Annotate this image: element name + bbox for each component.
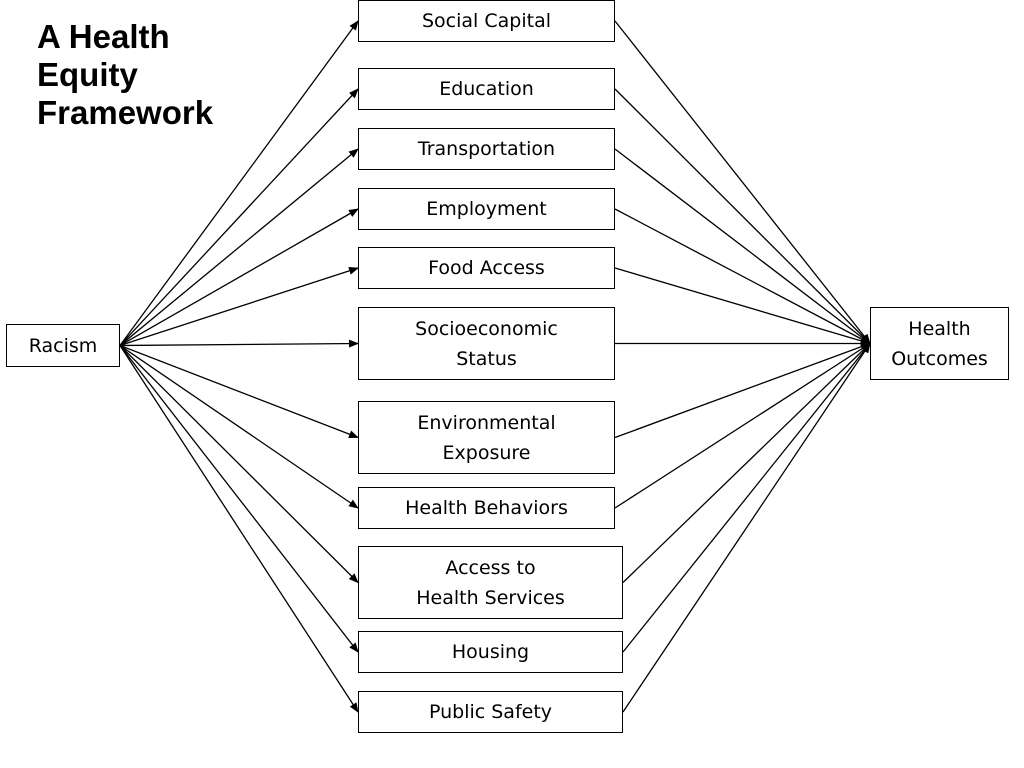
- factor-access-to-health-services: Access to Health Services: [358, 546, 623, 619]
- factor-label: Housing: [451, 641, 530, 663]
- arrow-access-to-health-services-to-health-outcomes: [622, 342, 871, 583]
- arrow-racism-to-access-to-health-services: [119, 345, 359, 584]
- factor-health-behaviors: Health Behaviors: [358, 487, 615, 529]
- arrow-racism-to-environmental-exposure: [119, 344, 359, 439]
- arrow-environmental-exposure-to-health-outcomes: [614, 342, 871, 439]
- factor-social-capital: Social Capital: [358, 0, 615, 42]
- health-outcomes-node: Health Outcomes: [870, 307, 1009, 380]
- factor-label: Education: [439, 78, 534, 100]
- factor-label: Exposure: [442, 441, 531, 464]
- diagram-title-line: Equity: [37, 56, 138, 93]
- arrow-racism-to-education: [119, 88, 359, 346]
- factor-public-safety: Public Safety: [358, 691, 623, 733]
- factor-food-access: Food Access: [358, 247, 615, 289]
- health-outcomes-label: Health: [908, 317, 971, 340]
- diagram-title: A Health Equity Framework: [37, 18, 213, 132]
- factor-label: Social Capital: [422, 10, 551, 32]
- racism-label: Racism: [28, 334, 98, 357]
- factor-label: Employment: [426, 198, 547, 220]
- factor-label: Environmental: [417, 411, 556, 434]
- arrow-food-access-to-health-outcomes: [614, 267, 871, 345]
- diagram-title-line: Framework: [37, 94, 214, 131]
- health-outcomes-label: Outcomes: [891, 347, 988, 370]
- factor-label: Status: [456, 347, 517, 370]
- arrow-racism-to-health-behaviors: [119, 344, 359, 509]
- arrow-housing-to-health-outcomes: [622, 342, 871, 653]
- arrow-social-capital-to-health-outcomes: [614, 20, 871, 345]
- factor-label: Food Access: [428, 257, 545, 279]
- factor-socioeconomic-status: Socioeconomic Status: [358, 307, 615, 380]
- arrow-employment-to-health-outcomes: [614, 208, 871, 345]
- factor-label: Access to: [445, 556, 536, 579]
- arrow-education-to-health-outcomes: [614, 88, 871, 345]
- arrow-racism-to-transportation: [119, 148, 359, 347]
- arrow-transportation-to-health-outcomes: [614, 148, 871, 345]
- factor-label: Public Safety: [428, 701, 553, 723]
- factor-housing: Housing: [358, 631, 623, 673]
- factor-label: Socioeconomic: [415, 317, 558, 340]
- arrow-racism-to-food-access: [119, 266, 359, 347]
- factor-label: Health Services: [416, 586, 565, 609]
- arrow-racism-to-public-safety: [119, 345, 359, 713]
- arrow-racism-to-social-capital: [119, 20, 359, 346]
- diagram-title-line: A Health: [37, 18, 170, 55]
- arrow-health-behaviors-to-health-outcomes: [614, 342, 871, 509]
- factor-environmental-exposure: Environmental Exposure: [358, 401, 615, 474]
- factor-transportation: Transportation: [358, 128, 615, 170]
- racism-node: Racism: [6, 324, 120, 367]
- arrow-racism-to-employment: [119, 208, 359, 347]
- arrow-racism-to-socioeconomic-status: [119, 339, 359, 348]
- factor-employment: Employment: [358, 188, 615, 230]
- arrow-racism-to-housing: [119, 345, 359, 653]
- factor-education: Education: [358, 68, 615, 110]
- arrow-public-safety-to-health-outcomes: [622, 342, 871, 713]
- factor-label: Health Behaviors: [405, 497, 568, 519]
- factor-label: Transportation: [417, 138, 556, 160]
